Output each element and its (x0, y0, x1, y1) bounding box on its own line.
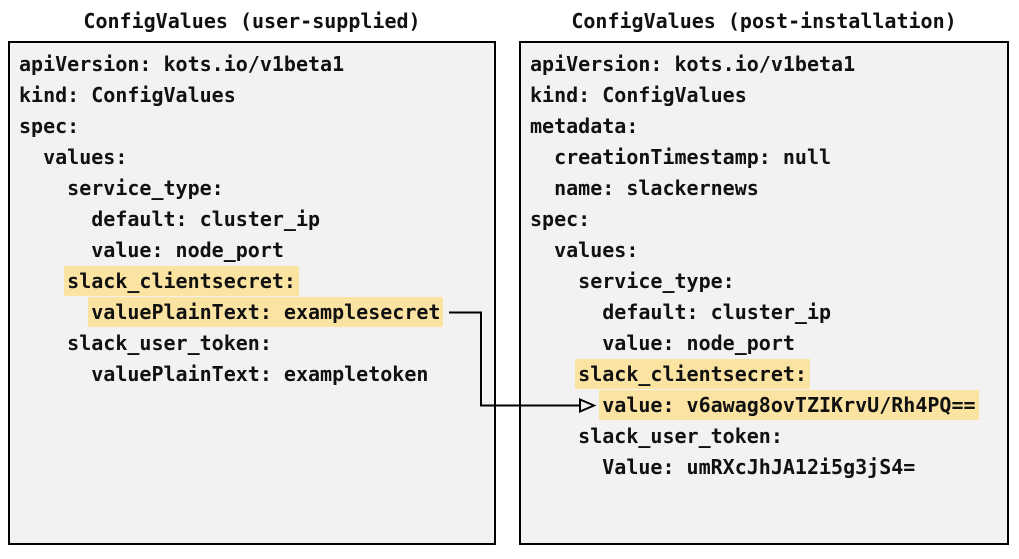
code-indent (19, 300, 91, 324)
code-line-highlighted: slack_clientsecret: (530, 359, 1007, 390)
code-line-highlighted: slack_clientsecret: (19, 266, 494, 297)
code-line: kind: ConfigValues (19, 80, 494, 111)
code-indent (19, 331, 67, 355)
code-indent (530, 455, 602, 479)
code-line-highlighted: value: v6awag8ovTZIKrvU/Rh4PQ== (530, 390, 1007, 421)
code-line: slack_user_token: (19, 328, 494, 359)
code-line: service_type: (530, 266, 1007, 297)
code-indent (19, 269, 67, 293)
code-line: values: (530, 235, 1007, 266)
code-text: name: slackernews (554, 176, 759, 200)
code-text: default: cluster_ip (602, 300, 832, 324)
user-supplied-config-box: apiVersion: kots.io/v1beta1 kind: Config… (8, 41, 496, 545)
code-text: service_type: (67, 176, 224, 200)
code-line: default: cluster_ip (530, 297, 1007, 328)
code-text: metadata: (530, 114, 639, 138)
code-indent (19, 362, 91, 386)
code-text: slack_user_token: (578, 424, 783, 448)
code-line: name: slackernews (530, 173, 1007, 204)
code-indent (530, 331, 602, 355)
code-line: value: node_port (19, 235, 494, 266)
code-text: valuePlainText: examplesecret (88, 297, 444, 327)
code-text: kind: ConfigValues (530, 83, 747, 107)
code-line: apiVersion: kots.io/v1beta1 (530, 49, 1007, 80)
code-text: values: (554, 238, 639, 262)
code-indent (530, 424, 578, 448)
code-indent (530, 393, 602, 417)
code-indent (19, 145, 43, 169)
left-panel-title: ConfigValues (user-supplied) (83, 9, 421, 33)
code-text: apiVersion: kots.io/v1beta1 (19, 52, 345, 76)
code-text: slack_clientsecret: (575, 359, 810, 389)
post-installation-config-box: apiVersion: kots.io/v1beta1 kind: Config… (519, 41, 1009, 545)
code-text: default: cluster_ip (91, 207, 321, 231)
code-line: kind: ConfigValues (530, 80, 1007, 111)
code-text: spec: (19, 114, 80, 138)
code-text: apiVersion: kots.io/v1beta1 (530, 52, 856, 76)
code-indent (530, 269, 578, 293)
code-text: Value: umRXcJhJA12i5g3jS4= (602, 455, 916, 479)
code-text: value: node_port (91, 238, 284, 262)
code-text: valuePlainText: exampletoken (91, 362, 429, 386)
code-line: value: node_port (530, 328, 1007, 359)
right-panel-title: ConfigValues (post-installation) (571, 9, 957, 33)
code-text: slack_user_token: (67, 331, 272, 355)
code-indent (19, 176, 67, 200)
code-line-highlighted: valuePlainText: examplesecret (19, 297, 494, 328)
code-line: apiVersion: kots.io/v1beta1 (19, 49, 494, 80)
code-text: spec: (530, 207, 591, 231)
code-line: spec: (19, 111, 494, 142)
code-line: default: cluster_ip (19, 204, 494, 235)
code-line: slack_user_token: (530, 421, 1007, 452)
code-line: spec: (530, 204, 1007, 235)
code-text: creationTimestamp: null (554, 145, 832, 169)
code-text: kind: ConfigValues (19, 83, 236, 107)
code-text: slack_clientsecret: (64, 266, 299, 296)
code-line: creationTimestamp: null (530, 142, 1007, 173)
code-line: service_type: (19, 173, 494, 204)
code-indent (530, 300, 602, 324)
code-indent (19, 207, 91, 231)
code-indent (530, 176, 554, 200)
code-indent (530, 362, 578, 386)
code-indent (19, 238, 91, 262)
code-text: value: v6awag8ovTZIKrvU/Rh4PQ== (599, 390, 979, 420)
code-line: metadata: (530, 111, 1007, 142)
code-indent (530, 238, 554, 262)
code-line: Value: umRXcJhJA12i5g3jS4= (530, 452, 1007, 483)
code-indent (530, 145, 554, 169)
code-line: valuePlainText: exampletoken (19, 359, 494, 390)
code-text: service_type: (578, 269, 735, 293)
code-line: values: (19, 142, 494, 173)
code-text: value: node_port (602, 331, 795, 355)
code-text: values: (43, 145, 128, 169)
